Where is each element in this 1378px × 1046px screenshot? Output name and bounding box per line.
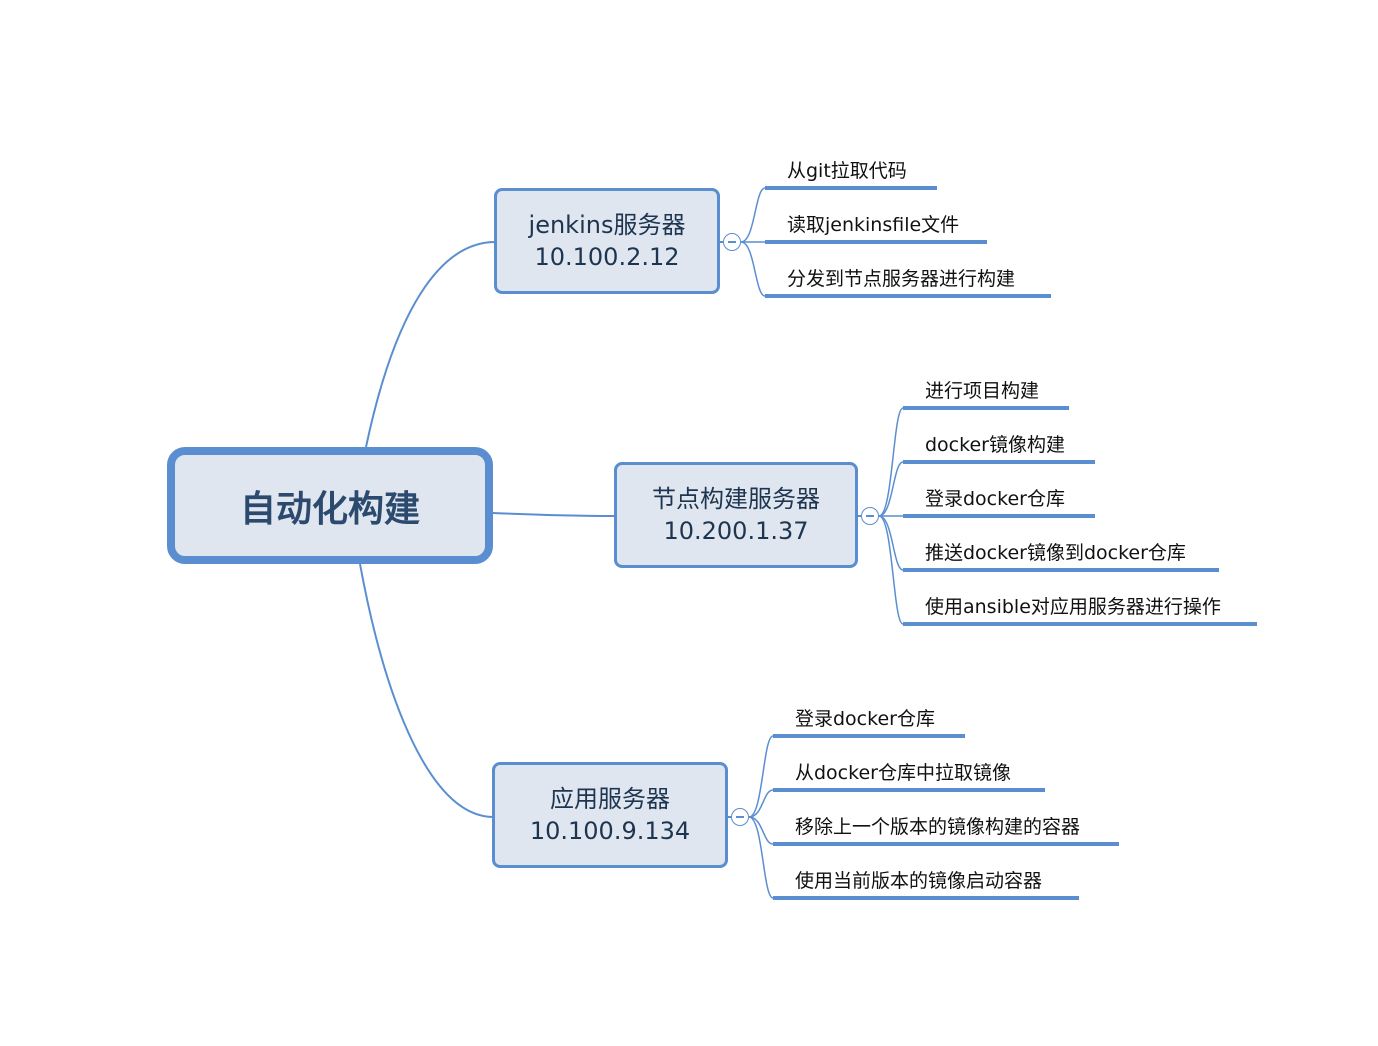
leaf-link (748, 735, 774, 818)
leaf-topic[interactable]: 登录docker仓库 (925, 488, 1065, 510)
leaf-link (878, 461, 904, 517)
branch-ip: 10.100.9.134 (529, 817, 691, 845)
branch-name: 节点构建服务器 (652, 485, 820, 513)
collapse-toggle-build-node[interactable] (861, 507, 879, 525)
branch-name: 应用服务器 (550, 785, 670, 813)
leaf-topic[interactable]: 从docker仓库中拉取镜像 (795, 762, 1011, 784)
leaf-topic[interactable]: 进行项目构建 (925, 380, 1040, 402)
leaf-link (740, 241, 766, 297)
leaf-topic[interactable]: 推送docker镜像到docker仓库 (925, 542, 1186, 564)
collapse-toggle-jenkins[interactable] (723, 233, 741, 251)
root-branch-link (492, 512, 615, 517)
root-branch-link (365, 241, 495, 448)
leaf-topic[interactable]: 使用当前版本的镜像启动容器 (795, 870, 1043, 892)
leaf-topic[interactable]: 使用ansible对应用服务器进行操作 (925, 596, 1221, 618)
leaf-link (748, 789, 774, 818)
branch-ip: 10.200.1.37 (663, 517, 809, 545)
root-branch-link (359, 563, 493, 818)
leaf-link (740, 187, 766, 243)
leaf-link (748, 816, 774, 845)
leaf-link (748, 816, 774, 899)
leaf-link (878, 515, 904, 625)
leaf-topic[interactable]: 登录docker仓库 (795, 708, 935, 730)
leaf-topic[interactable]: docker镜像构建 (925, 434, 1065, 456)
collapse-toggle-app-server[interactable] (731, 808, 749, 826)
branch-name: jenkins服务器 (528, 211, 686, 239)
branch-topic-build-node[interactable]: 节点构建服务器 10.200.1.37 (614, 462, 858, 568)
root-topic[interactable]: 自动化构建 (167, 447, 493, 564)
leaf-topic[interactable]: 从git拉取代码 (787, 160, 907, 182)
root-topic-label: 自动化构建 (239, 488, 420, 530)
branch-topic-app-server[interactable]: 应用服务器 10.100.9.134 (492, 762, 728, 868)
branch-topic-jenkins[interactable]: jenkins服务器 10.100.2.12 (494, 188, 720, 294)
leaf-topic[interactable]: 读取jenkinsfile文件 (787, 214, 960, 236)
leaf-topic[interactable]: 分发到节点服务器进行构建 (787, 268, 1016, 290)
leaf-topic[interactable]: 移除上一个版本的镜像构建的容器 (795, 816, 1081, 838)
branch-ip: 10.100.2.12 (534, 243, 680, 271)
leaf-link (878, 407, 904, 517)
